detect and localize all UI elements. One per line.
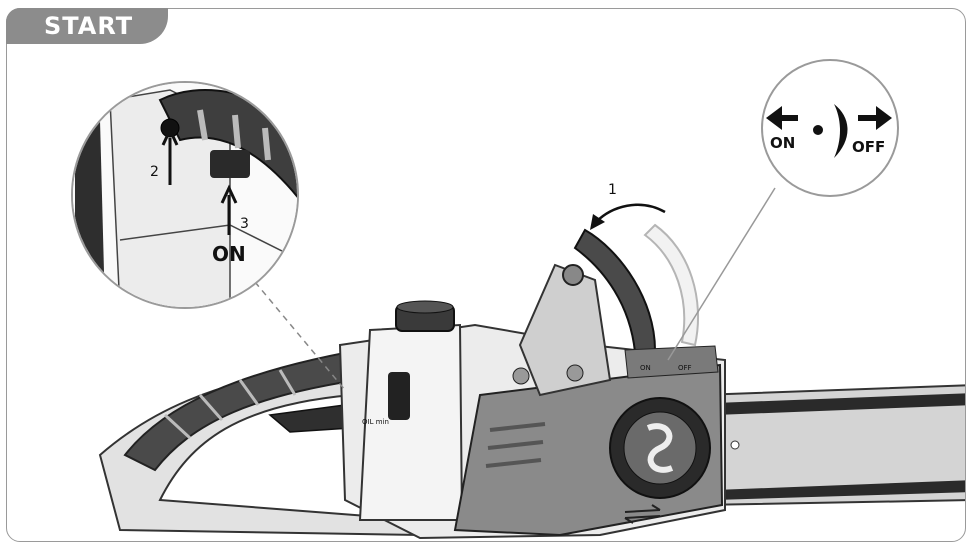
switch-off-label: OFF: [852, 138, 885, 156]
switch-indicator-dot: [813, 125, 823, 135]
switch-on-label: ON: [770, 134, 795, 152]
detail-on-label: ON: [212, 242, 246, 266]
switch-magnifier: ON OFF: [762, 60, 898, 196]
trigger: [270, 405, 350, 432]
step-2-number: 2: [150, 164, 159, 180]
step-1-number: 1: [608, 182, 617, 198]
oil-window: [388, 372, 410, 420]
oil-min-label: OIL min: [362, 418, 389, 426]
oil-cap: [396, 301, 454, 331]
front-handle-support: [520, 265, 610, 395]
step-3-number: 3: [240, 216, 249, 232]
housing-on-label: ON: [640, 364, 651, 372]
chain-bar: [700, 385, 971, 505]
tensioning-knob: [610, 398, 710, 498]
housing-off-label: OFF: [678, 364, 692, 372]
detail-magnifier: 2 3 ON: [70, 80, 300, 310]
rotation-arrow: [596, 205, 665, 222]
